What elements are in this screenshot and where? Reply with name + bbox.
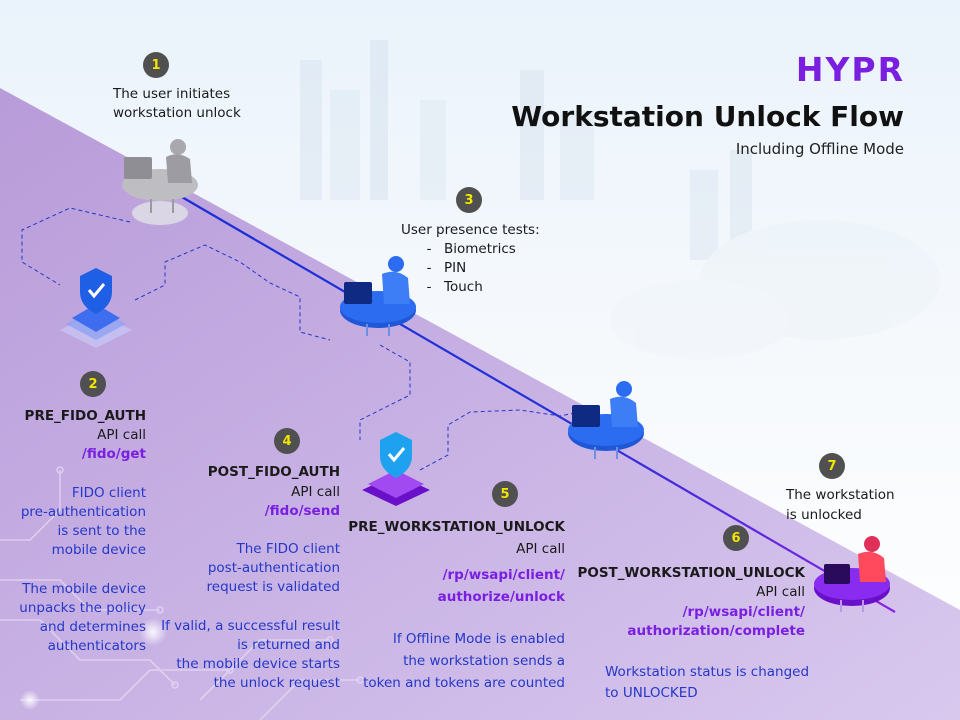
step-2-desc-2: The mobile device unpacks the policy and… (19, 581, 146, 654)
step-6-call: API call (756, 584, 805, 600)
list-item: -PIN (426, 260, 467, 276)
step-5-name: PRE_WORKSTATION_UNLOCK (348, 519, 565, 535)
step-5-endpoint: /rp/wsapi/client/ authorize/unlock (437, 567, 565, 605)
step-4-call: API call (291, 484, 340, 500)
list-item: -Biometrics (426, 241, 516, 257)
step-4-desc-2: If valid, a successful result is returne… (161, 618, 340, 691)
step-5-marker: 5 (492, 481, 518, 507)
step-4-marker: 4 (274, 428, 300, 454)
step-5-desc-1: If Offline Mode is enabled the workstati… (363, 631, 565, 691)
list-item: -Touch (426, 279, 483, 295)
step-7-text: The workstation is unlocked (786, 487, 895, 523)
page-title: Workstation Unlock Flow (511, 100, 904, 133)
step-4-desc-1: The FIDO client post-authentication requ… (206, 541, 340, 595)
step-2-marker: 2 (80, 371, 106, 397)
step-2-name: PRE_FIDO_AUTH (24, 408, 146, 424)
step-6-desc-1: Workstation status is changed to UNLOCKE… (605, 664, 810, 701)
step-5-call: API call (516, 541, 565, 557)
step-6-name: POST_WORKSTATION_UNLOCK (577, 565, 805, 581)
shield-check-icon (60, 268, 132, 348)
step-7-marker: 7 (819, 453, 845, 479)
step-4-name: POST_FIDO_AUTH (207, 464, 340, 480)
step-2-endpoint: /fido/get (81, 446, 146, 462)
step-1-text: The user initiates workstation unlock (113, 86, 241, 121)
step-3-heading: User presence tests: (401, 222, 540, 238)
step-3-marker: 3 (456, 187, 482, 213)
page-subtitle: Including Offline Mode (735, 140, 904, 158)
step-4-endpoint: /fido/send (264, 503, 340, 519)
user-at-desk-icon (122, 139, 198, 225)
step-1-marker: 1 (143, 52, 169, 78)
purple-band (0, 88, 960, 720)
flow-line (174, 192, 896, 613)
step-6-endpoint: /rp/wsapi/client/ authorization/complete (627, 604, 805, 639)
user-at-desk-icon (340, 256, 416, 336)
city-backdrop (300, 40, 940, 360)
step-3-list: -Biometrics -PIN -Touch (414, 240, 516, 297)
step-2-desc-1: FIDO client pre-authentication is sent t… (20, 485, 146, 558)
step-6-marker: 6 (723, 525, 749, 551)
hypr-logo: HYPR (795, 50, 905, 89)
user-at-desk-icon (568, 381, 644, 459)
user-at-desk-icon (814, 536, 890, 612)
shield-check-icon (362, 432, 430, 506)
circuit-traces (0, 466, 364, 720)
step-2-call: API call (97, 427, 146, 443)
